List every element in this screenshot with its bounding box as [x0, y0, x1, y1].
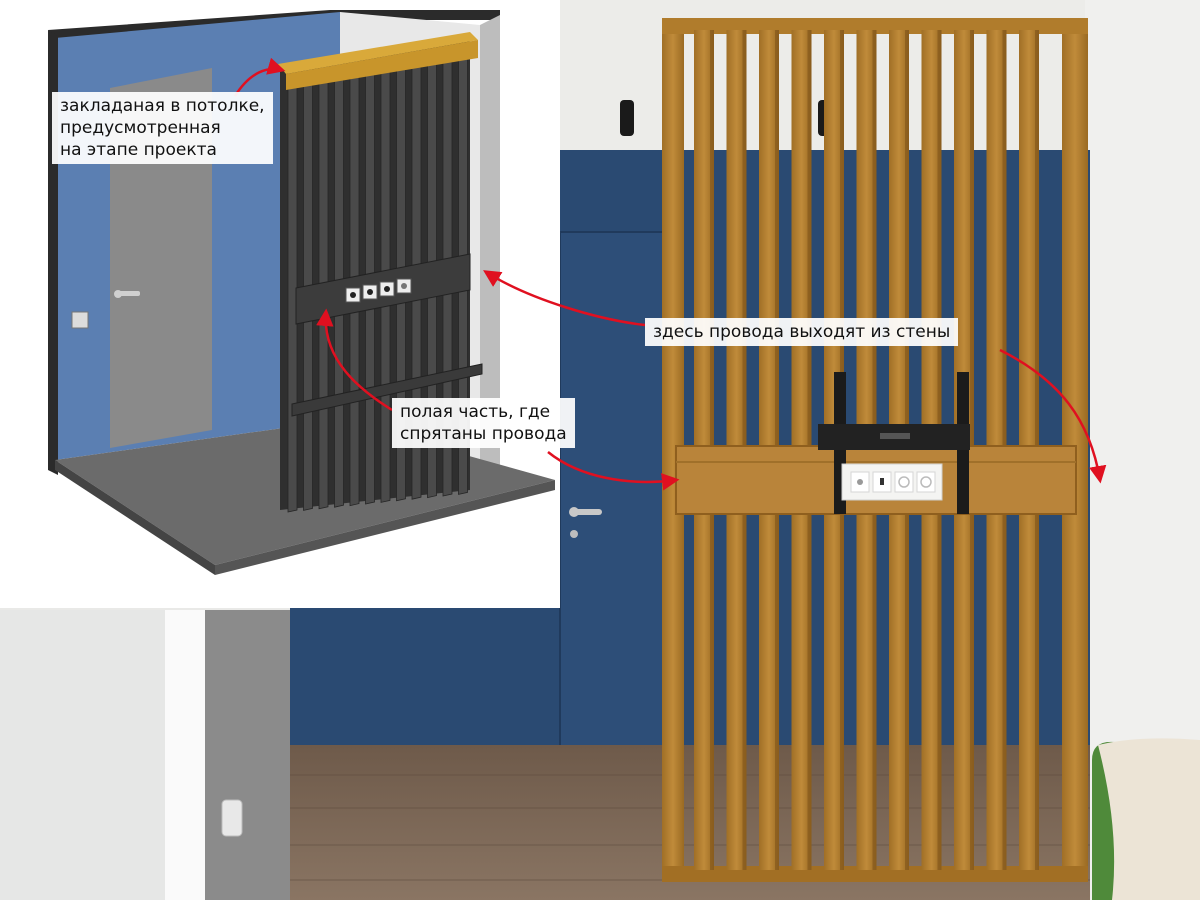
door-handle — [569, 507, 602, 538]
power-socket-icon — [379, 281, 395, 297]
annotation-arrows — [233, 57, 1107, 491]
arrow-to-photo-hollow-beam — [547, 451, 680, 491]
label-wires-exit: здесь провода выходят из стены — [645, 318, 959, 346]
label-ceiling-embed: закладаная в потолке, предусмотренная на… — [52, 92, 273, 164]
render-switch — [71, 311, 89, 329]
arrow-to-render-hollow-beam — [316, 308, 393, 412]
render-ceiling-embed — [286, 40, 478, 90]
arrow-to-ceiling-embed — [233, 57, 286, 97]
label-hollow-part: полая часть, где спрятаны провода — [392, 398, 575, 448]
power-outlet-icon — [916, 471, 936, 493]
render-ceiling-embed — [278, 32, 478, 74]
partition-frame-left — [662, 22, 684, 880]
network-socket-icon — [396, 278, 412, 294]
power-outlet-icon — [894, 471, 914, 493]
render-shelf — [291, 363, 483, 417]
tv-socket-icon — [345, 287, 361, 303]
render-inset — [0, 0, 560, 608]
power-switch-icon — [872, 471, 892, 493]
armchair-blanket — [1098, 738, 1200, 900]
slat-partition — [662, 18, 1088, 882]
left-cabinet — [0, 610, 165, 900]
render-floor-edge — [55, 460, 215, 575]
left-wall-corner — [165, 610, 205, 900]
render-door-handle — [114, 290, 140, 298]
ceiling-spotlight — [620, 100, 634, 136]
network-outlet-icon — [850, 471, 870, 493]
hidden-door — [559, 231, 671, 748]
tv-socket-icon — [362, 284, 378, 300]
light-switch — [221, 799, 243, 837]
render-floor-edge — [215, 480, 555, 575]
tv-mount-bracket — [818, 372, 970, 514]
outlet-block — [841, 463, 943, 501]
left-side-wall — [205, 610, 290, 900]
arrow-to-render-wire-exit — [483, 270, 646, 327]
arrow-to-photo-wire-exit — [999, 348, 1107, 484]
render-side-wall-edge — [480, 15, 500, 470]
